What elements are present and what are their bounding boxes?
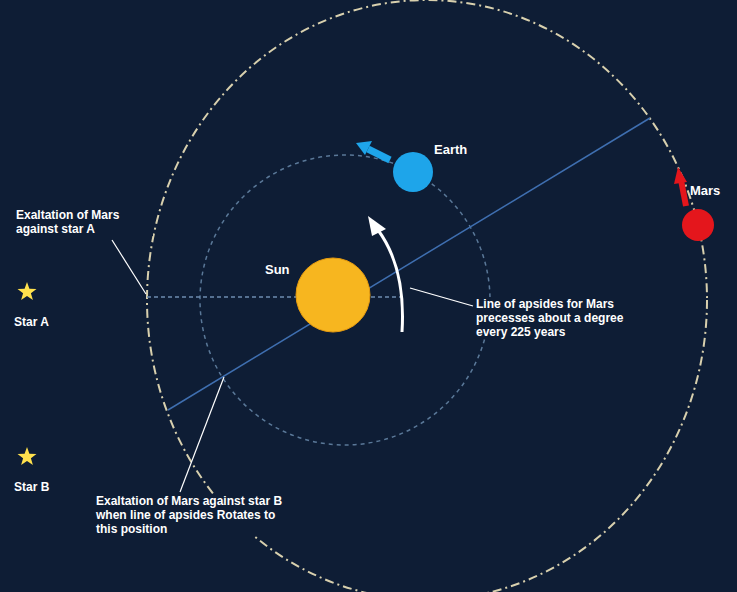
star-b-symbol — [18, 447, 37, 465]
star-a-symbol — [18, 282, 37, 300]
earth-orbit — [200, 155, 490, 445]
earth-motion-shaft — [368, 149, 390, 160]
planet-name: Earth — [434, 143, 467, 157]
leader-line — [410, 288, 473, 306]
earth-motion-head — [356, 141, 372, 155]
exaltation-note: Exaltation of Mars against star A — [14, 208, 153, 236]
sun-circle — [296, 258, 370, 332]
exaltation-note: Exaltation of Mars against star B when l… — [94, 494, 290, 536]
earth-circle — [393, 152, 433, 192]
mars-motion-shaft — [681, 180, 686, 206]
precession-note: Line of apsides for Mars precesses about… — [474, 297, 656, 339]
precession-arc — [378, 230, 403, 332]
body-name: Sun — [265, 263, 290, 277]
mars-motion-head — [674, 167, 687, 184]
leader-line — [112, 240, 146, 294]
planet-name: Mars — [690, 184, 720, 198]
precession-head — [368, 216, 386, 236]
line-of-apsides — [168, 118, 650, 410]
leader-line — [180, 377, 224, 492]
mars-circle — [682, 209, 714, 241]
star-name: Star A — [14, 315, 49, 329]
star-name: Star B — [14, 480, 49, 494]
